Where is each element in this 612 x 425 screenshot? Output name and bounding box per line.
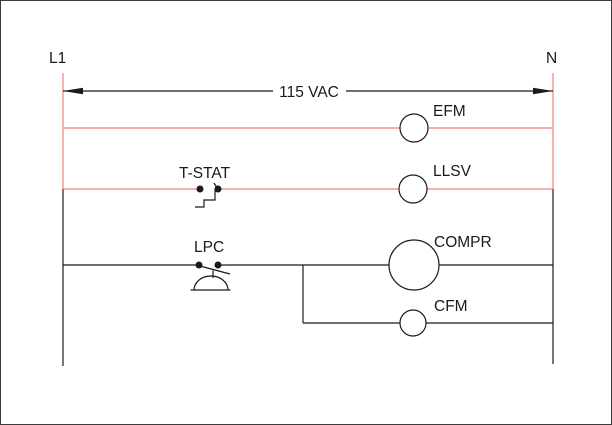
lpc-pressure-dome-symbol: [193, 275, 229, 291]
voltage-arrowhead-right-icon: [533, 87, 553, 95]
t-stat-label: T-STAT: [179, 165, 231, 182]
left-rail-label: L1: [49, 50, 66, 67]
compr-label: COMPR: [434, 234, 492, 251]
lpc-contact-dot-right: [214, 261, 222, 269]
lpc-label: LPC: [194, 239, 224, 256]
llsv-coil-symbol: [398, 174, 428, 204]
efm-coil-symbol: [399, 113, 429, 143]
t-stat-blade: [213, 182, 219, 189]
lpc-blade: [199, 265, 231, 275]
llsv-label: LLSV: [433, 163, 472, 180]
t-stat-bimetal-symbol: [195, 189, 216, 208]
right-rail-label: N: [546, 50, 557, 67]
t-stat-contact-dot-left: [196, 185, 204, 193]
voltage-arrowhead-left-icon: [63, 87, 83, 95]
cfm-label: CFM: [434, 298, 468, 315]
voltage-label: 115 VAC: [279, 84, 339, 101]
cfm-coil-symbol: [399, 309, 427, 337]
lpc-contact-dot-left: [195, 261, 203, 269]
compr-motor-symbol: [388, 239, 440, 291]
efm-label: EFM: [433, 103, 466, 120]
